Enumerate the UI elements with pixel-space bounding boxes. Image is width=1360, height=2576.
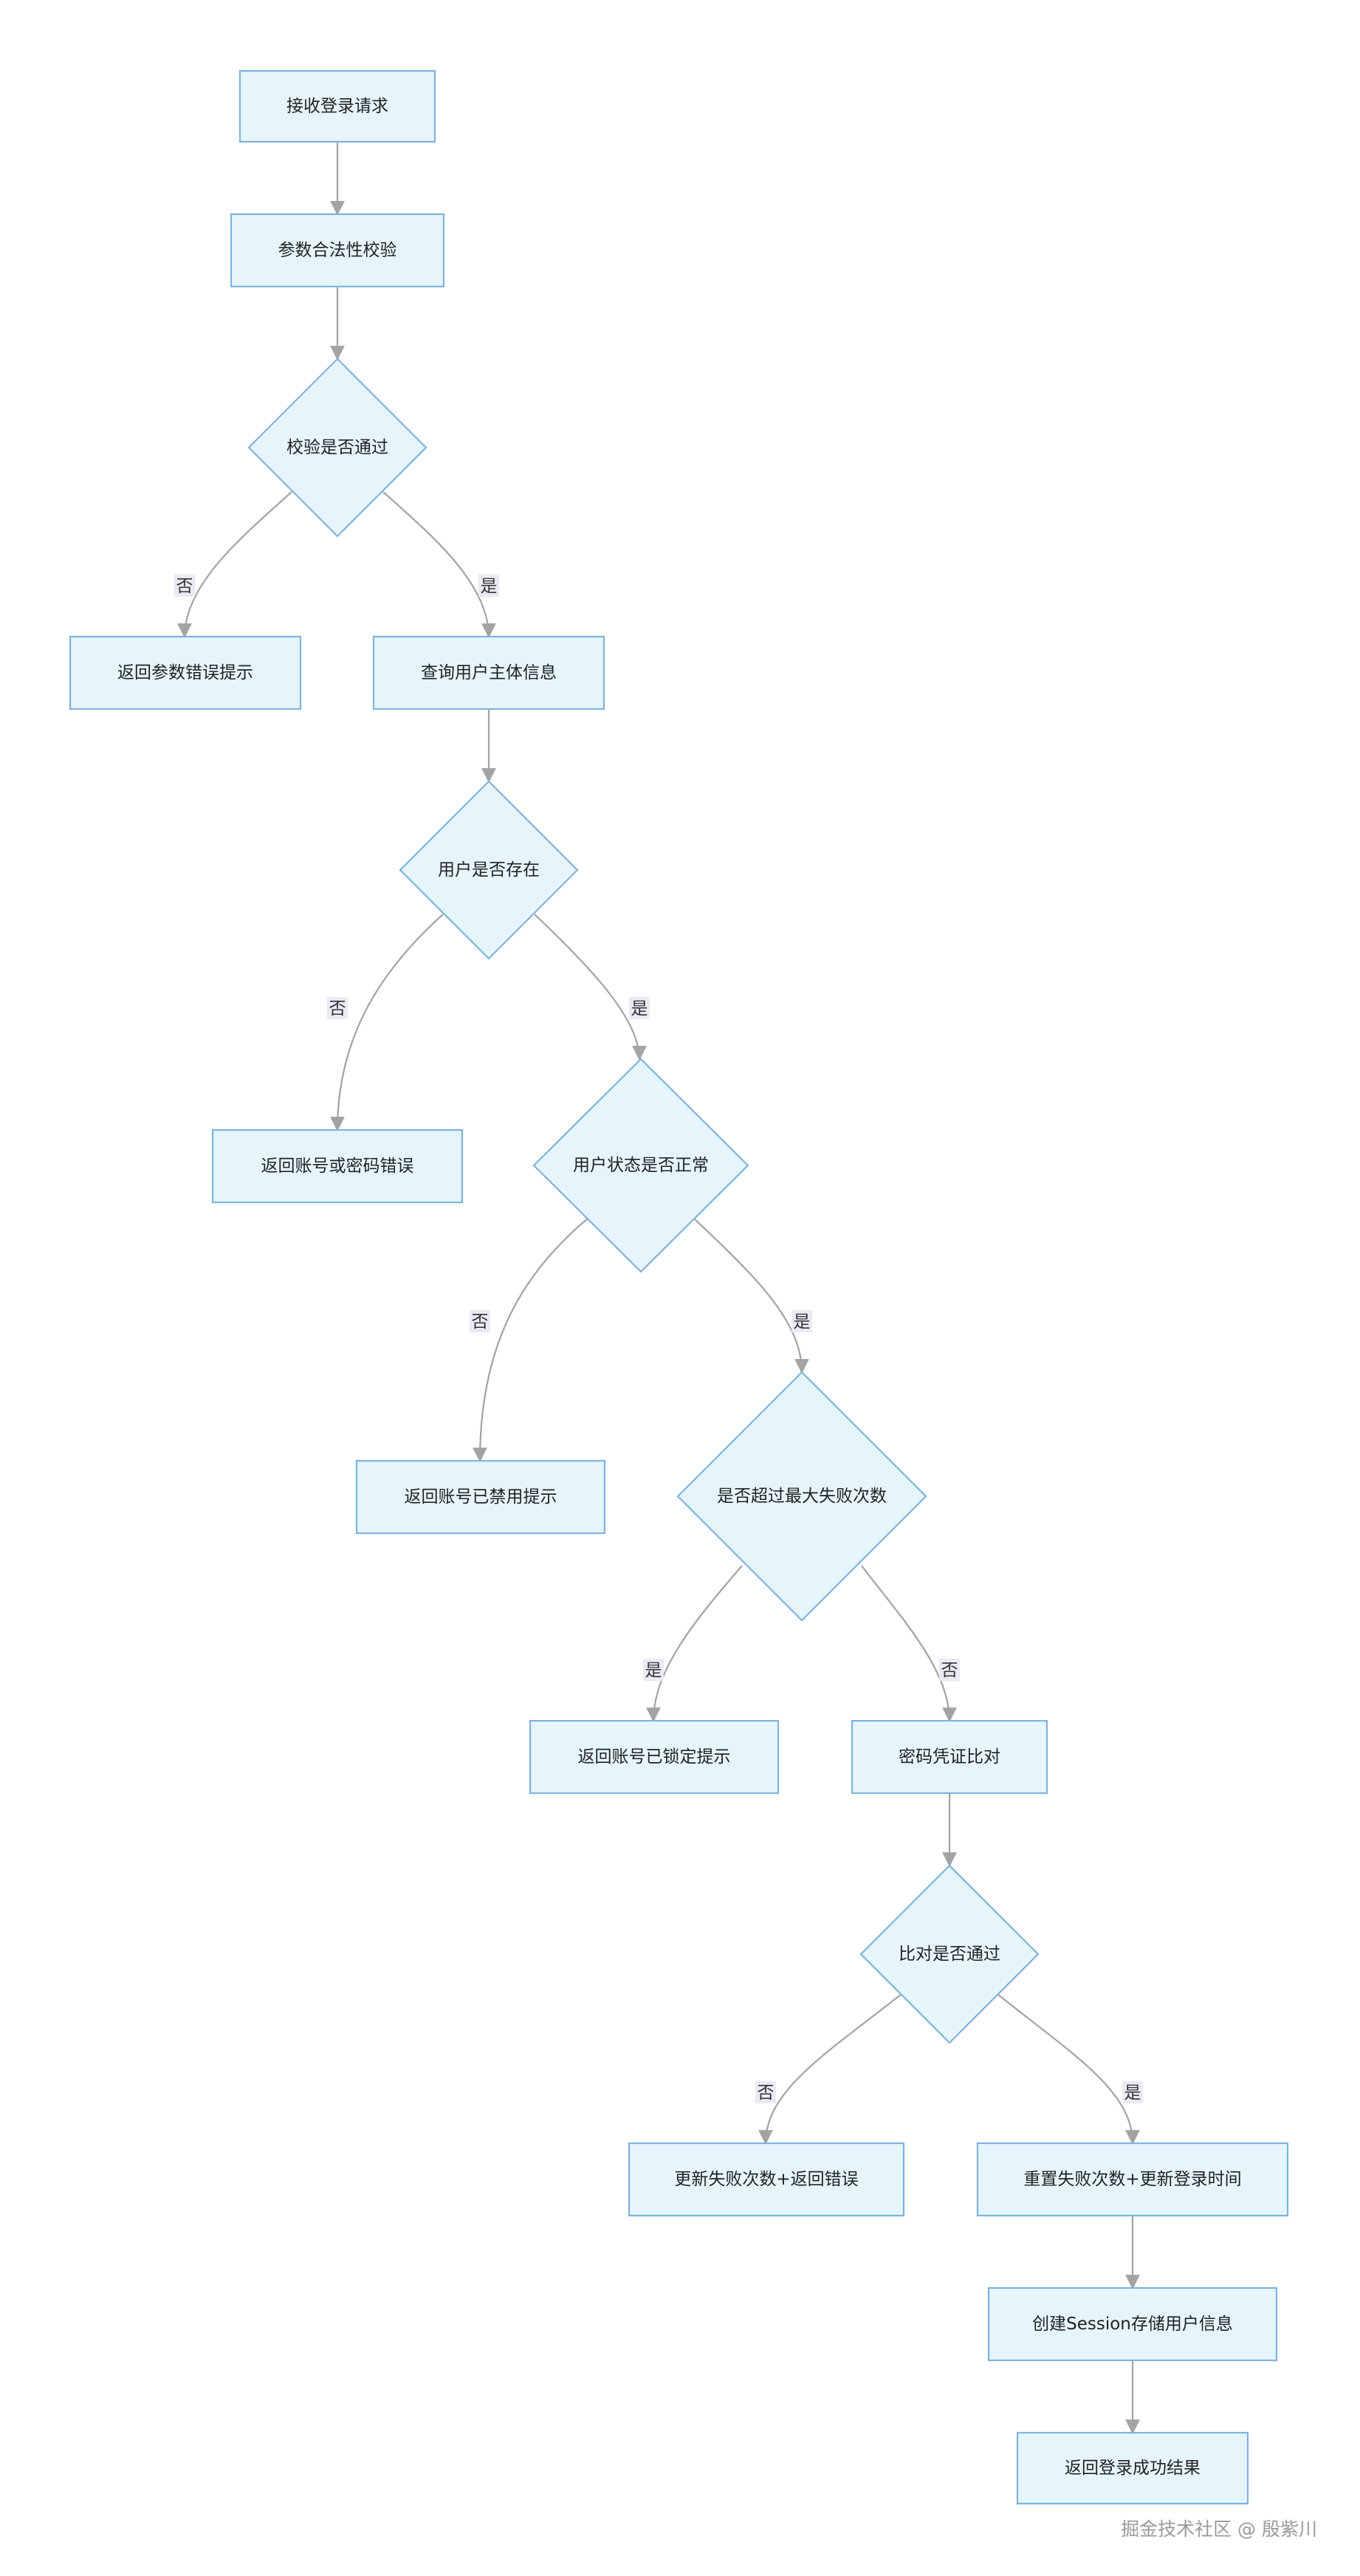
label-exist-yes-text: 是 [631,999,648,1018]
label-max-no: 否 [939,1659,960,1681]
watermark-text: 掘金技术社区 @ 殷紫川 [1121,2518,1317,2540]
decision-validate-pass[interactable]: 校验是否通过 [247,357,427,538]
edge-labels: 否 是 否 是 否 是 是 否 [174,575,1143,2103]
edge-exists-no [330,914,444,1131]
edge-validpass-no [177,491,292,638]
node-create-session-text: 创建Session存储用户信息 [1032,2315,1233,2334]
decision-max-failures[interactable]: 是否超过最大失败次数 [676,1371,927,1622]
node-account-error-text: 返回账号或密码错误 [261,1157,414,1176]
node-account-disabled-text: 返回账号已禁用提示 [405,1487,557,1507]
decision-user-exists-text: 用户是否存在 [438,860,540,880]
edge-status-no [473,1218,588,1462]
label-valid-no: 否 [174,575,195,597]
node-param-error-text: 返回参数错误提示 [117,663,253,682]
label-valid-no-text: 否 [176,577,193,596]
decision-validate-pass-text: 校验是否通过 [286,438,388,457]
node-param-validate[interactable]: 参数合法性校验 [230,213,445,288]
node-receive-login-text: 接收登录请求 [286,97,388,116]
node-param-error[interactable]: 返回参数错误提示 [69,635,302,710]
node-receive-login[interactable]: 接收登录请求 [238,69,436,143]
node-password-compare[interactable]: 密码凭证比对 [851,1719,1048,1795]
edge-status-yes [693,1218,809,1374]
label-valid-yes-text: 是 [481,577,498,596]
label-status-no-text: 否 [472,1312,489,1332]
edges [177,142,1140,2434]
node-reset-failures-text: 重置失败次数+更新登录时间 [1023,2170,1241,2189]
label-cmp-yes: 是 [1122,2081,1143,2103]
node-update-failures[interactable]: 更新失败次数+返回错误 [628,2142,905,2217]
label-max-yes-text: 是 [645,1661,662,1680]
edge-validpass-yes [382,491,496,638]
label-cmp-yes-text: 是 [1124,2083,1141,2103]
edge-max-yes [646,1565,743,1722]
node-create-session[interactable]: 创建Session存储用户信息 [987,2286,1278,2362]
label-status-yes: 是 [791,1310,812,1332]
node-param-validate-text: 参数合法性校验 [278,241,397,260]
decision-user-status-text: 用户状态是否正常 [573,1156,709,1175]
edge-exists-yes [534,914,647,1061]
node-reset-failures[interactable]: 重置失败次数+更新登录时间 [976,2142,1289,2217]
node-login-success[interactable]: 返回登录成功结果 [1016,2431,1249,2505]
node-password-compare-text: 密码凭证比对 [899,1747,1000,1767]
node-account-disabled[interactable]: 返回账号已禁用提示 [355,1459,606,1535]
node-query-user[interactable]: 查询用户主体信息 [372,635,605,710]
node-account-locked-text: 返回账号已锁定提示 [578,1747,731,1767]
decision-user-status[interactable]: 用户状态是否正常 [532,1058,749,1273]
node-query-user-text: 查询用户主体信息 [421,663,557,682]
node-update-failures-text: 更新失败次数+返回错误 [674,2170,858,2189]
edge-cmp-yes [997,1993,1140,2145]
node-account-locked[interactable]: 返回账号已锁定提示 [529,1719,780,1795]
decision-max-failures-text: 是否超过最大失败次数 [717,1487,887,1506]
edge-cmp-no [758,1993,902,2145]
node-account-error[interactable]: 返回账号或密码错误 [211,1128,464,1204]
label-max-yes: 是 [643,1659,664,1681]
decision-compare-pass-text: 比对是否通过 [899,1945,1000,1964]
edge-max-no [861,1565,957,1722]
node-login-success-text: 返回登录成功结果 [1065,2459,1201,2478]
label-cmp-no-text: 否 [758,2083,775,2103]
label-exist-yes: 是 [629,997,650,1019]
nodes: 接收登录请求 参数合法性校验 校验是否通过 返回参数错误提示 查询用户主体信息 … [69,69,1289,2505]
label-status-yes-text: 是 [794,1312,811,1332]
decision-compare-pass[interactable]: 比对是否通过 [859,1864,1040,2044]
label-status-no: 否 [470,1310,490,1332]
label-max-no-text: 否 [941,1661,958,1680]
label-cmp-no: 否 [755,2081,776,2103]
label-exist-no: 否 [327,997,348,1019]
label-valid-yes: 是 [478,575,499,597]
label-exist-no-text: 否 [329,999,346,1018]
decision-user-exists[interactable]: 用户是否存在 [399,780,579,960]
